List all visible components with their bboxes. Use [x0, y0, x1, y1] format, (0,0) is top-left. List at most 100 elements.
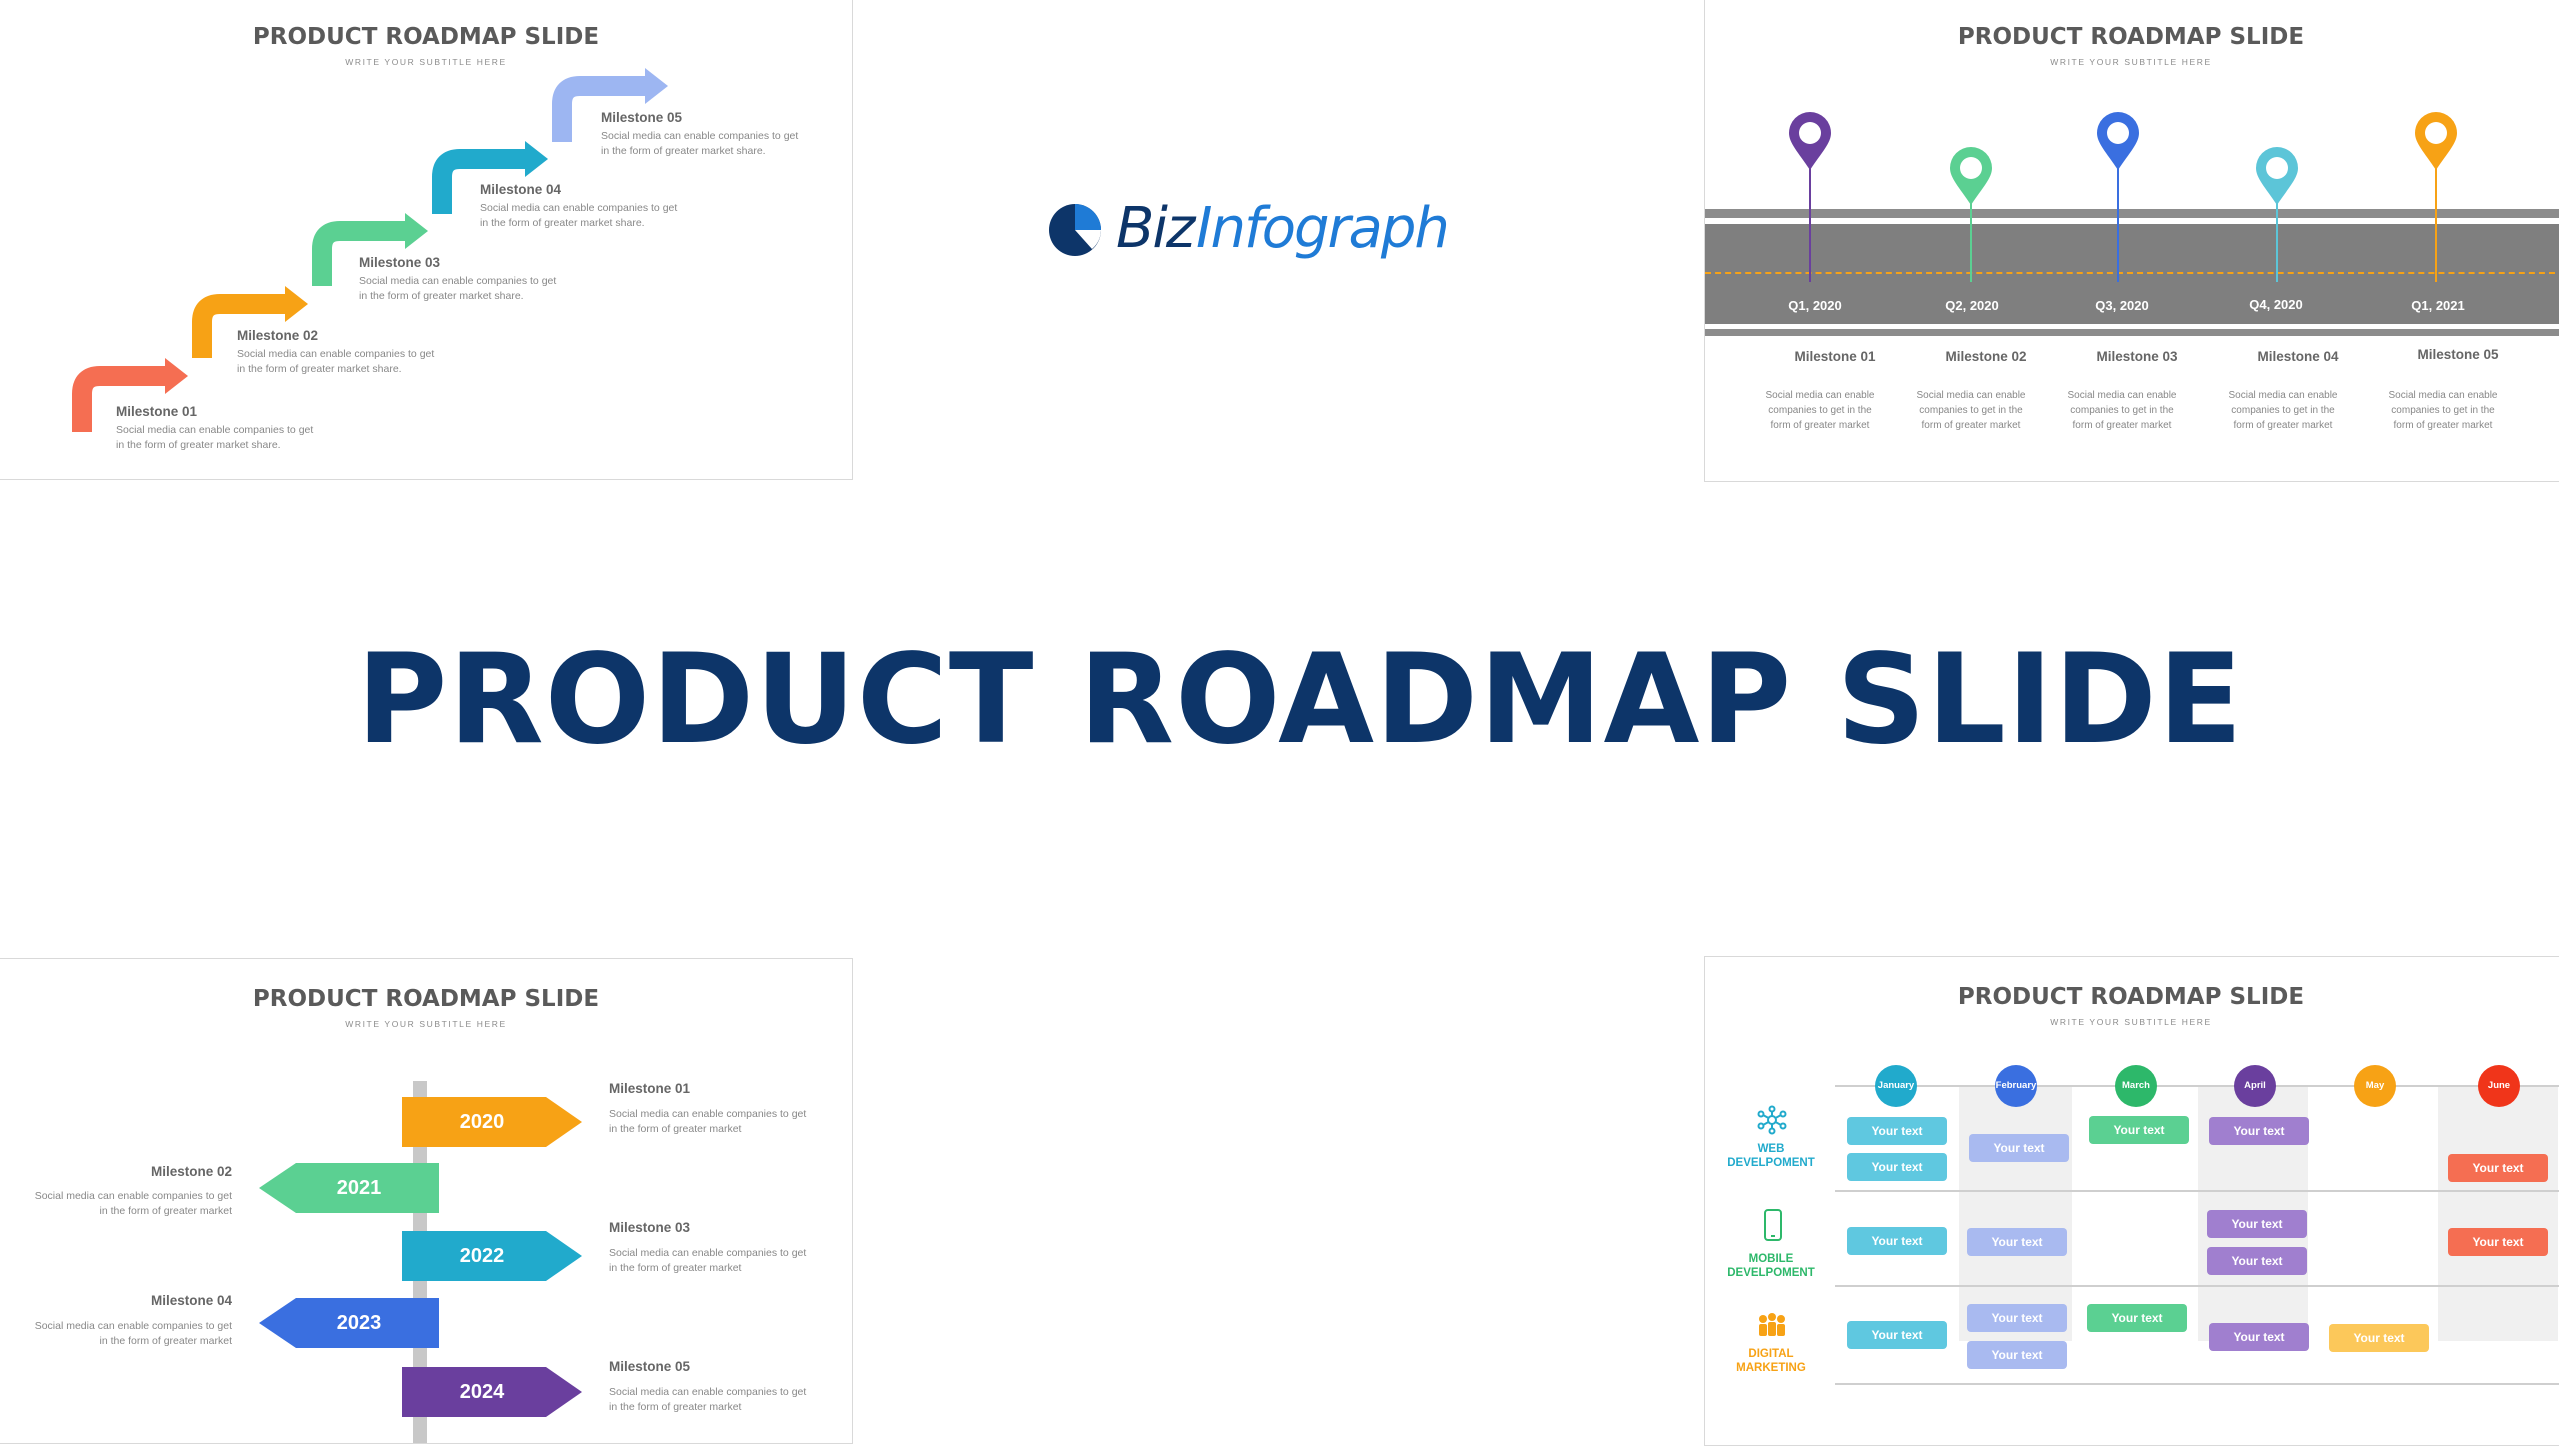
slide-title: PRODUCT ROADMAP SLIDE — [252, 986, 600, 1012]
task-pill: Your text — [2087, 1304, 2187, 1332]
logo-word-infograph: Infograph — [1196, 196, 1450, 261]
sign-year-label: 2020 — [459, 1111, 505, 1133]
road — [1705, 224, 2559, 324]
quarter-label: Q4, 2020 — [2249, 297, 2303, 312]
mobile-phone-icon — [1764, 1209, 1782, 1241]
category-line: DEVELPOMENT — [1727, 1267, 1815, 1279]
milestone-title: Milestone 02 — [237, 328, 319, 343]
slide-subtitle: WRITE YOUR SUBTITLE HERE — [345, 57, 507, 67]
category-label-web: WEB DEVELPOMENT — [1715, 1142, 1827, 1170]
slide-thumbnail-stairs[interactable]: PRODUCT ROADMAP SLIDE WRITE YOUR SUBTITL… — [0, 0, 853, 480]
milestone-desc: Social media can enable companies to get… — [1765, 390, 1875, 431]
milestone-title: Milestone 05 — [601, 110, 683, 125]
milestone-desc: Social media can enable companies to get… — [2388, 390, 2498, 431]
task-pill: Your text — [2448, 1154, 2548, 1182]
task-pill: Your text — [2207, 1247, 2307, 1275]
slide-title: PRODUCT ROADMAP SLIDE — [1957, 24, 2305, 50]
sign-arrow-2024 — [402, 1367, 582, 1417]
milestone-title: Milestone 03 — [609, 1220, 691, 1235]
milestone-title: Milestone 01 — [609, 1081, 691, 1096]
milestone-title: Milestone 04 — [2257, 349, 2339, 364]
task-pill: Your text — [1967, 1228, 2067, 1256]
pie-chart-icon — [1049, 204, 1101, 256]
milestone-title: Milestone 02 — [1945, 349, 2027, 364]
grid-line — [1835, 1190, 2559, 1192]
quarter-label: Q3, 2020 — [2095, 298, 2149, 313]
quarter-label: Q2, 2020 — [1945, 298, 1999, 313]
task-pill: Your text — [1847, 1227, 1947, 1255]
sign-year-label: 2021 — [336, 1177, 382, 1199]
stair-arrow-4 — [432, 149, 525, 214]
category-line: WEB — [1757, 1143, 1785, 1155]
milestone-desc: Social media can enable companies to get… — [34, 1190, 232, 1217]
category-label-marketing: DIGITAL MARKETING — [1715, 1347, 1827, 1375]
slide-subtitle: WRITE YOUR SUBTITLE HERE — [345, 1019, 507, 1029]
month-circle-june: June — [2478, 1065, 2520, 1107]
network-icon — [1757, 1105, 1787, 1135]
sign-year-label: 2024 — [459, 1381, 505, 1403]
main-title: PRODUCT ROADMAP SLIDE — [356, 628, 2244, 772]
slide-title: PRODUCT ROADMAP SLIDE — [252, 24, 600, 50]
task-pill: Your text — [2209, 1117, 2309, 1145]
milestone-title: Milestone 02 — [150, 1164, 232, 1179]
category-line: DEVELPOMENT — [1727, 1157, 1815, 1169]
sign-arrow-2023 — [259, 1298, 439, 1348]
milestone-title: Milestone 04 — [480, 182, 562, 197]
milestone-title: Milestone 05 — [609, 1359, 691, 1374]
milestone-desc: Social media can enable companies to get… — [480, 202, 678, 229]
task-pill: Your text — [2448, 1228, 2548, 1256]
task-pill: Your text — [1847, 1321, 1947, 1349]
slide-thumbnail-signpost[interactable]: PRODUCT ROADMAP SLIDE WRITE YOUR SUBTITL… — [0, 958, 853, 1444]
column-shade — [1959, 1085, 2072, 1341]
grid-line — [1835, 1285, 2559, 1287]
category-line: DIGITAL — [1748, 1348, 1794, 1360]
milestone-desc: Social media can enable companies to get… — [2067, 390, 2177, 431]
stair-arrow-5 — [552, 76, 645, 142]
stair-arrow-1 — [72, 366, 165, 432]
month-circle-march: March — [2115, 1065, 2157, 1107]
sign-year-label: 2022 — [459, 1245, 505, 1267]
task-pill: Your text — [2329, 1324, 2429, 1352]
category-line: MOBILE — [1748, 1253, 1794, 1265]
milestone-desc: Social media can enable companies to get… — [609, 1247, 807, 1274]
category-line: MARKETING — [1736, 1362, 1806, 1374]
milestone-title: Milestone 04 — [150, 1293, 232, 1308]
month-circle-february: February — [1995, 1065, 2037, 1107]
grid-line — [1835, 1383, 2559, 1385]
sign-arrow-2020 — [402, 1097, 582, 1147]
quarter-label: Q1, 2020 — [1788, 298, 1842, 313]
milestone-desc: Social media can enable companies to get… — [609, 1108, 807, 1135]
task-pill: Your text — [1967, 1341, 2067, 1369]
milestone-desc: Social media can enable companies to get… — [34, 1320, 232, 1347]
task-pill: Your text — [1969, 1134, 2069, 1162]
sign-arrow-2022 — [402, 1231, 582, 1281]
sign-year-label: 2023 — [336, 1312, 382, 1334]
milestone-desc: Social media can enable companies to get… — [1916, 390, 2026, 431]
signpost-arrows-graphic — [259, 1097, 582, 1417]
logo-word-biz: Biz — [1116, 196, 1195, 261]
slide-subtitle: WRITE YOUR SUBTITLE HERE — [2050, 57, 2212, 67]
month-circle-january: January — [1875, 1065, 1917, 1107]
road-top-line — [1705, 209, 2559, 218]
milestone-title: Milestone 01 — [116, 404, 198, 419]
slide-thumbnail-grid[interactable]: PRODUCT ROADMAP SLIDE WRITE YOUR SUBTITL… — [1704, 956, 2559, 1446]
stairs-arrows-graphic — [72, 68, 668, 432]
milestone-desc: Social media can enable companies to get… — [609, 1386, 807, 1413]
milestone-title: Milestone 03 — [2096, 349, 2178, 364]
column-shade — [2438, 1085, 2558, 1341]
grid-line — [1835, 1085, 2559, 1087]
map-pins-graphic — [1789, 112, 2457, 282]
road-center-dash — [1705, 272, 2559, 274]
slide-subtitle: WRITE YOUR SUBTITLE HERE — [2050, 1017, 2212, 1027]
milestone-desc: Social media can enable companies to get… — [116, 424, 314, 451]
milestone-title: Milestone 03 — [359, 255, 441, 270]
road-bottom-line — [1705, 329, 2559, 336]
task-pill: Your text — [2089, 1116, 2189, 1144]
milestone-title: Milestone 01 — [1794, 349, 1876, 364]
slide-thumbnail-pins[interactable]: PRODUCT ROADMAP SLIDE WRITE YOUR SUBTITL… — [1704, 0, 2559, 482]
milestone-title: Milestone 05 — [2417, 347, 2499, 362]
task-pill: Your text — [2209, 1323, 2309, 1351]
month-circle-may: May — [2354, 1065, 2396, 1107]
sign-arrow-2021 — [259, 1163, 439, 1213]
milestone-desc: Social media can enable companies to get… — [237, 348, 435, 375]
